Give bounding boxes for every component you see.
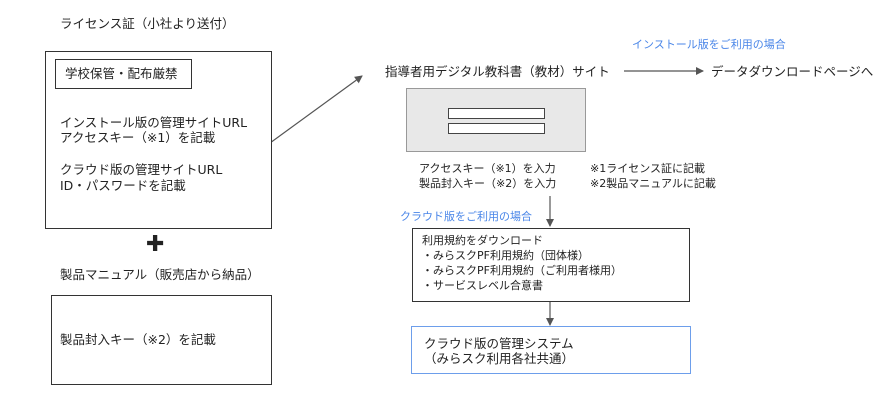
- cloud-system-title: クラウド版の管理システム: [424, 336, 574, 351]
- site-title: 指導者用デジタル教科書（教材）サイト: [385, 64, 610, 79]
- terms-box: 利用規約をダウンロード ・みらスクPF利用規約（団体様） ・みらスクPF利用規約…: [412, 228, 690, 302]
- cloud-system-subtitle: （みらスク利用各社共通）: [424, 351, 575, 366]
- license-box: 学校保管・配布厳禁 インストール版の管理サイトURL アクセスキー（※1）を記載…: [45, 51, 272, 229]
- access-key-line: アクセスキー（※1）を記載: [60, 130, 216, 145]
- cloud-system-box: クラウド版の管理システム （みらスク利用各社共通）: [411, 326, 691, 374]
- install-case-label: インストール版をご利用の場合: [632, 38, 786, 51]
- access-key-input-label: アクセスキー（※1）を入力: [419, 162, 556, 175]
- cloud-site-url-line: クラウド版の管理サイトURL: [60, 162, 223, 177]
- confidential-badge: 学校保管・配布厳禁: [55, 59, 192, 89]
- note-2: ※2製品マニュアルに記載: [590, 177, 716, 190]
- product-key-field[interactable]: [448, 123, 545, 134]
- cloud-case-label: クラウド版をご利用の場合: [400, 210, 532, 223]
- terms-item-organization[interactable]: ・みらスクPF利用規約（団体様）: [422, 249, 589, 262]
- note-1: ※1ライセンス証に記載: [590, 162, 705, 175]
- arrow-license-to-site: [269, 75, 363, 144]
- confidential-badge-label: 学校保管・配布厳禁: [65, 66, 178, 81]
- terms-item-user[interactable]: ・みらスクPF利用規約（ご利用者様用）: [422, 264, 622, 277]
- product-key-input-label: 製品封入キー（※2）を入力: [419, 177, 557, 190]
- plus-icon: ✚: [146, 232, 165, 257]
- install-site-url-line: インストール版の管理サイトURL: [60, 115, 248, 130]
- download-page-link[interactable]: データダウンロードページへ: [711, 64, 874, 79]
- manual-title: 製品マニュアル（販売店から納品）: [60, 267, 260, 282]
- terms-download-title: 利用規約をダウンロード: [422, 234, 543, 247]
- license-title: ライセンス証（小社より送付）: [60, 16, 235, 31]
- id-password-line: ID・パスワードを記載: [60, 178, 186, 193]
- access-key-field[interactable]: [448, 108, 545, 119]
- manual-box: 製品封入キー（※2）を記載: [51, 295, 272, 385]
- product-key-line: 製品封入キー（※2）を記載: [60, 332, 216, 347]
- login-form-mock: [406, 88, 586, 152]
- terms-item-sla[interactable]: ・サービスレベル合意書: [422, 279, 543, 292]
